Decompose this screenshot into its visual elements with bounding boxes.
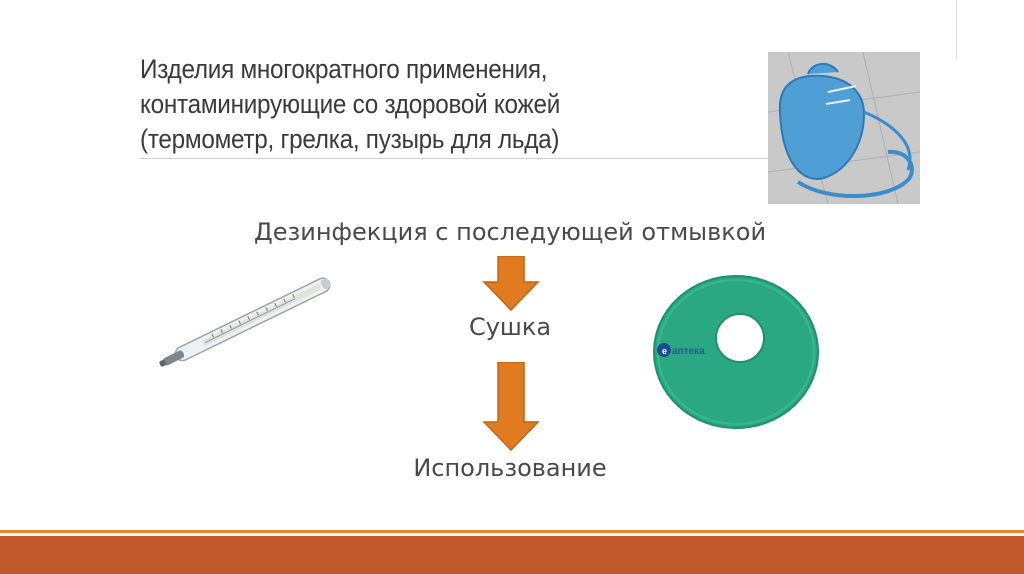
flow-step-usage: Использование: [390, 454, 630, 482]
slide-title: Изделия многократного применения, контам…: [140, 52, 689, 157]
footer-accent-line: [0, 530, 1024, 533]
svg-text:е: е: [662, 346, 667, 356]
arrow-down-icon: [482, 256, 540, 312]
ring-watermark: аптека: [672, 346, 705, 357]
corner-divider: [956, 0, 957, 60]
arrow-down-icon: [482, 362, 540, 452]
title-line-3: (термометр, грелка, пузырь для льда): [140, 122, 689, 157]
flow-step-drying: Сушка: [440, 313, 580, 341]
footer-accent-band: [0, 536, 1024, 574]
title-line-2: контаминирующие со здоровой кожей: [140, 87, 689, 122]
title-line-1: Изделия многократного применения,: [140, 52, 689, 87]
hot-water-bottle-photo: [768, 52, 920, 204]
flow-step-disinfection: Дезинфекция с последующей отмывкой: [220, 218, 800, 246]
title-underline: [140, 158, 768, 159]
thermometer-image: [150, 272, 340, 372]
ice-pack-ring-image: е аптека: [646, 270, 822, 432]
